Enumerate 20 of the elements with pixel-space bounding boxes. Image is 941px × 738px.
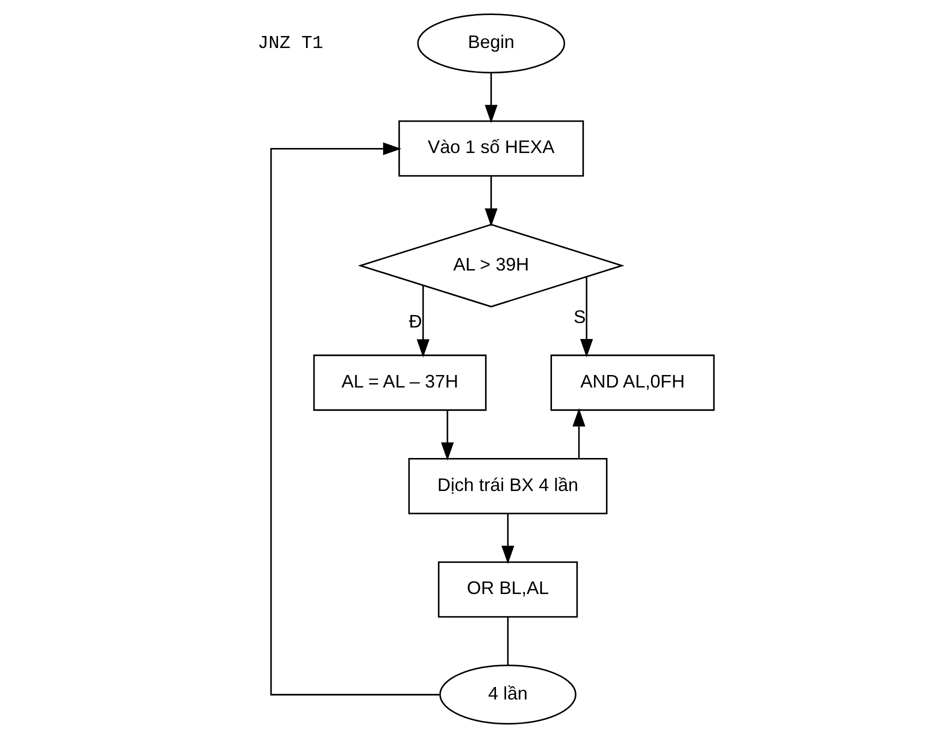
- label: JNZ T1: [257, 34, 323, 54]
- node-box: AND AL,0FH: [550, 354, 714, 411]
- arrow: [500, 514, 514, 564]
- arrow: [270, 142, 440, 696]
- node-box: Vào 1 số HEXA: [398, 120, 584, 177]
- node-diamond: AL > 39H: [357, 224, 624, 308]
- connector: [506, 617, 508, 666]
- arrow: [416, 285, 429, 358]
- arrow: [484, 176, 498, 227]
- node-box: AL = AL – 37H: [312, 354, 486, 411]
- arrow: [484, 72, 498, 124]
- edge-label: S: [573, 306, 586, 327]
- node-box: OR BL,AL: [437, 561, 578, 618]
- node-ellipse: Begin: [416, 14, 565, 74]
- arrow: [580, 276, 592, 358]
- node-box: Dịch trái BX 4 lần: [408, 458, 607, 514]
- node-ellipse: 4 lần: [438, 664, 576, 724]
- arrow: [440, 410, 454, 461]
- arrow: [572, 408, 585, 458]
- edge-label: Đ: [408, 310, 422, 332]
